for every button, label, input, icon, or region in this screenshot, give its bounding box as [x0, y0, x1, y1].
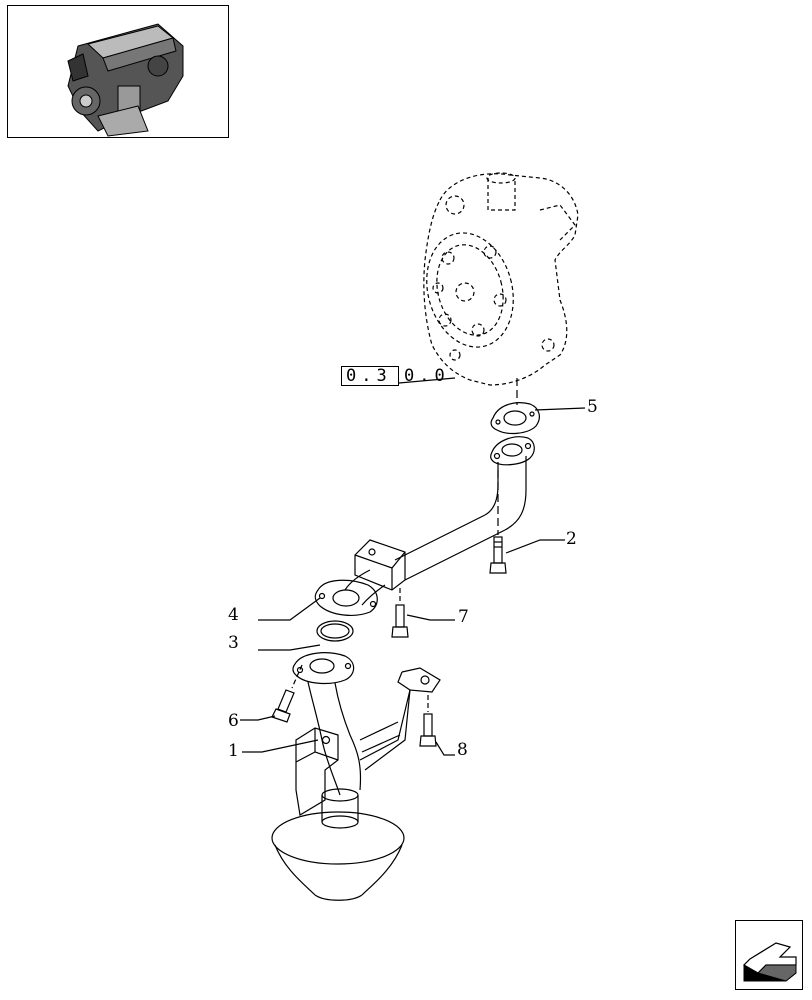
callout-5: 5	[587, 397, 598, 417]
suction-pipe-tube	[394, 514, 506, 581]
engine-thumbnail-icon	[67, 23, 184, 137]
engine-thumbnail[interactable]	[7, 5, 229, 138]
callout-1: 1	[228, 741, 239, 761]
o-ring-3	[316, 620, 354, 642]
section-reference-tail: 0.0	[404, 366, 450, 386]
callout-6: 6	[228, 711, 239, 731]
strainer-pipe	[307, 681, 362, 796]
bolt-7	[391, 588, 409, 638]
section-reference-box[interactable]: 0.3	[341, 366, 399, 386]
strainer-upper-flange	[292, 652, 355, 685]
bolt-6	[271, 664, 303, 723]
strainer-cone	[271, 811, 405, 901]
pipe-bracket	[354, 539, 406, 591]
strainer-bracket-arm	[359, 667, 441, 771]
callout-2: 2	[566, 529, 577, 549]
suction-pipe-upper	[484, 436, 535, 531]
next-page-arrow-icon	[743, 942, 797, 982]
strainer-bracket-vertical	[295, 727, 339, 816]
next-page-button[interactable]	[735, 920, 803, 990]
callout-4: 4	[228, 605, 239, 625]
gasket-5	[490, 402, 540, 435]
bolt-2	[489, 536, 507, 574]
gasket-4	[314, 579, 378, 616]
oil-pump-housing-dashed	[423, 172, 579, 386]
strainer-collar	[321, 788, 359, 829]
callout-8: 8	[457, 740, 468, 760]
bolt-8	[419, 695, 437, 747]
reference-leader	[398, 377, 456, 384]
callout-3: 3	[228, 633, 239, 653]
callout-7: 7	[458, 607, 469, 627]
